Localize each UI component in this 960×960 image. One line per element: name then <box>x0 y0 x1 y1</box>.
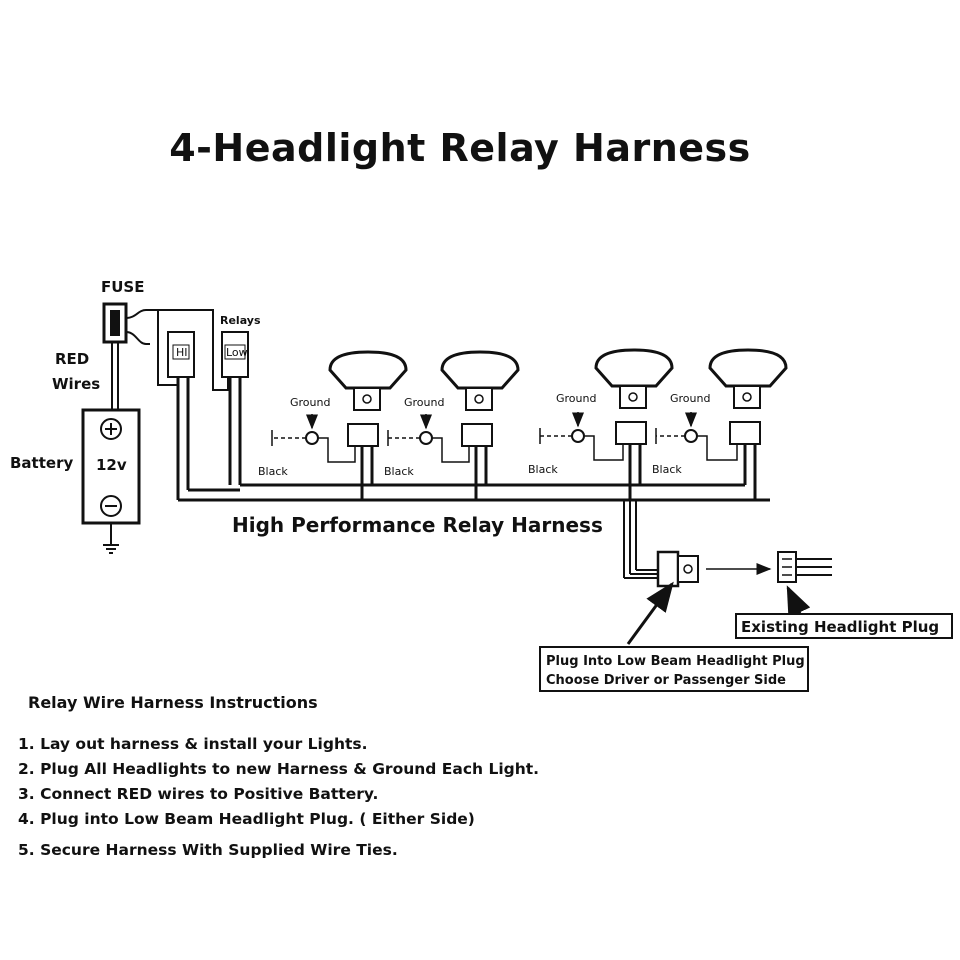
relays-label: Relays <box>220 314 261 327</box>
fuse-to-relay-wires <box>125 309 229 391</box>
red-wires <box>111 342 119 412</box>
fuse-label: FUSE <box>101 278 144 296</box>
red-wires-label-line1: RED <box>55 350 89 368</box>
relay-output-wires <box>176 377 242 500</box>
plug-instruction-box <box>539 646 809 692</box>
diagram-title: 4-Headlight Relay Harness <box>169 126 751 170</box>
headlight-3 <box>539 348 674 500</box>
harness-label: High Performance Relay Harness <box>232 513 603 537</box>
instruction-step: 5. Secure Harness With Supplied Wire Tie… <box>18 841 398 859</box>
headlight-2 <box>387 350 520 500</box>
headlight-bulb-icon <box>708 348 788 388</box>
battery-label: Battery <box>10 454 73 472</box>
battery-voltage: 12v <box>96 456 127 474</box>
headlight-connector <box>615 421 647 445</box>
ground-label-3: Ground <box>556 392 596 405</box>
instruction-step: 2. Plug All Headlights to new Harness & … <box>18 760 540 778</box>
existing-plug-callout-arrow <box>786 585 811 618</box>
instruction-step: 1. Lay out harness & install your Lights… <box>18 735 368 753</box>
headlight-bulb-icon <box>594 348 674 388</box>
instruction-step: 3. Connect RED wires to Positive Battery… <box>18 785 379 803</box>
ground-point <box>571 429 585 443</box>
existing-plug-box <box>735 613 953 639</box>
plug-box-line2: Choose Driver or Passenger Side <box>546 673 786 688</box>
ground-point <box>419 431 433 445</box>
instructions-title: Relay Wire Harness Instructions <box>28 693 318 712</box>
ground-point <box>684 429 698 443</box>
instruction-step: 4. Plug into Low Beam Headlight Plug. ( … <box>18 810 475 828</box>
headlight-connector <box>729 421 761 445</box>
black-label-2: Black <box>384 465 414 478</box>
relay-hi <box>167 331 195 378</box>
relay-low <box>221 331 249 378</box>
plug-callout-arrow <box>626 581 674 645</box>
instructions: Relay Wire Harness Instructions 1. Lay o… <box>18 693 718 863</box>
headlight-bulb-icon <box>328 350 408 390</box>
ground-point <box>305 431 319 445</box>
instructions-list: 1. Lay out harness & install your Lights… <box>18 732 718 863</box>
red-wires-label-line2: Wires <box>52 375 100 393</box>
headlight-connector <box>461 423 493 447</box>
existing-headlight-plug <box>777 551 832 583</box>
headlight-1 <box>271 350 408 500</box>
battery-ground-icon <box>103 523 119 554</box>
black-label-4: Black <box>652 463 682 476</box>
black-label-3: Black <box>528 463 558 476</box>
low-beam-plug-wires <box>623 500 660 579</box>
black-label-1: Black <box>258 465 288 478</box>
plug-box-line1: Plug Into Low Beam Headlight Plug <box>546 654 805 669</box>
harness-bus <box>178 483 770 502</box>
ground-label-2: Ground <box>404 396 444 409</box>
relay-low-label: Low <box>226 346 248 359</box>
harness-plug <box>656 550 699 588</box>
headlight-4 <box>655 348 788 500</box>
ground-label-4: Ground <box>670 392 710 405</box>
fuse <box>102 302 128 344</box>
headlight-connector <box>347 423 379 447</box>
existing-plug-label: Existing Headlight Plug <box>741 618 939 636</box>
headlight-bulb-icon <box>440 350 520 390</box>
relay-hi-label: HI <box>176 346 188 359</box>
ground-label-1: Ground <box>290 396 330 409</box>
battery <box>81 408 141 525</box>
